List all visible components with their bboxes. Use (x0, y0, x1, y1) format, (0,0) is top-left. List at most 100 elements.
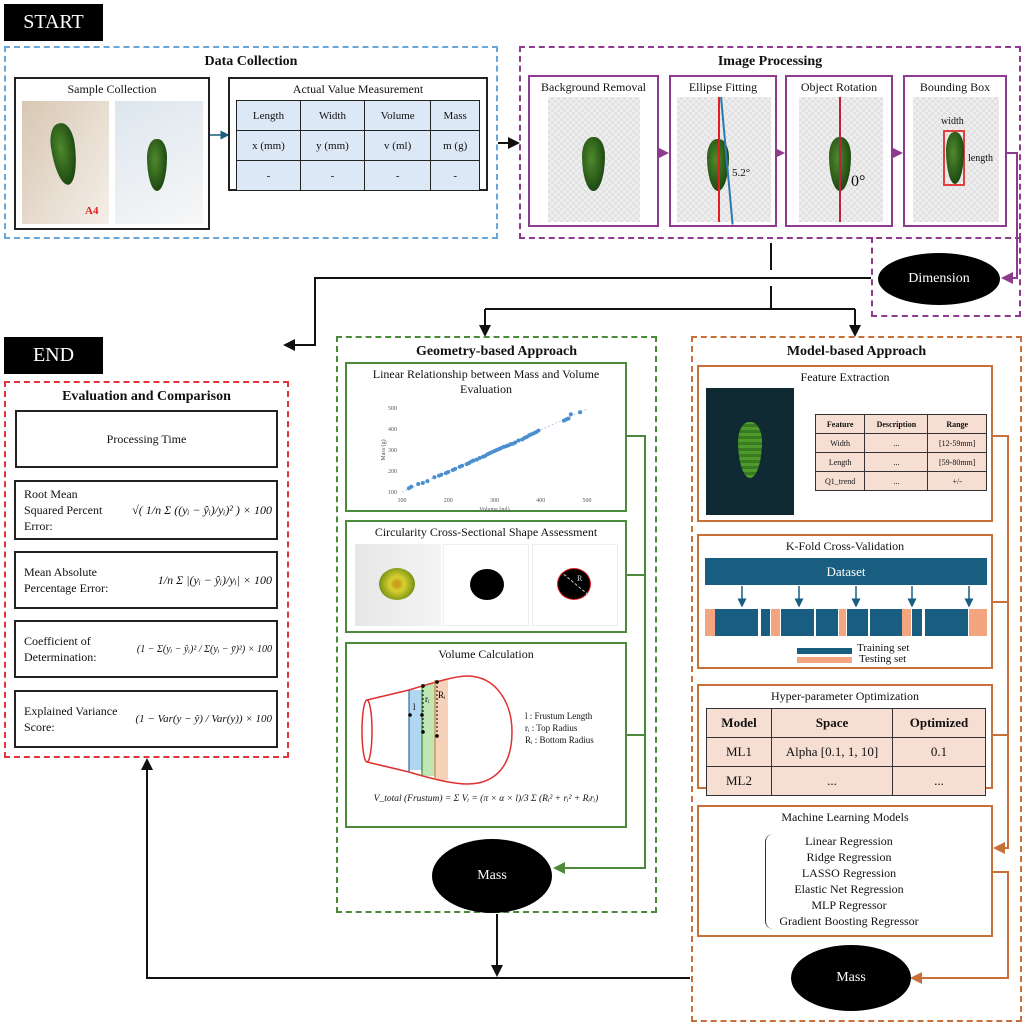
y-tick-label: 100 (388, 490, 397, 496)
x-tick-label: 200 (444, 498, 453, 504)
training-fold (715, 609, 758, 636)
step-title: Bounding Box (919, 80, 991, 94)
sample-photo-2 (115, 101, 203, 224)
step-object-rotation: Object Rotation 0° (785, 75, 893, 227)
testing-fold (839, 609, 846, 636)
avocado-image (738, 422, 762, 478)
x-tick-label: 300 (490, 498, 499, 504)
list-item: Gradient Boosting Regressor (779, 914, 919, 928)
data-point (409, 484, 414, 489)
data-point (516, 438, 521, 443)
y-tick-label: 300 (388, 448, 397, 454)
step-title: Object Rotation (800, 80, 878, 94)
table-cell: Alpha [0.1, 1, 10] (771, 737, 893, 767)
hyperparameter-table: Model Space Optimized ML1 Alpha [0.1, 1,… (706, 708, 986, 796)
testing-fold (902, 609, 911, 636)
step-image: 5.2° (677, 96, 771, 225)
table-header: Length (236, 100, 301, 131)
table-header: Width (299, 100, 365, 131)
testing-fold (771, 609, 780, 636)
feature-image (706, 388, 794, 515)
list-item: Elastic Net Regression (794, 882, 904, 896)
model-mass-node: Mass (791, 945, 911, 1011)
training-fold (847, 609, 868, 636)
kfold-title: K-Fold Cross-Validation (785, 539, 905, 553)
start-label: START (4, 4, 103, 41)
binary-mask (443, 544, 529, 626)
evaluation-title: Evaluation and Comparison (62, 389, 231, 404)
legend-training: Training set (857, 642, 910, 654)
volume-title: Volume Calculation (438, 647, 534, 661)
data-point (453, 466, 458, 471)
step-background-removal: Background Removal (528, 75, 659, 227)
list-item: Ridge Regression (806, 850, 892, 864)
metric-rmspe: Root Mean Squared Percent Error: √( 1/n … (14, 480, 278, 540)
metric-evs: Explained Variance Score: (1 − Var(y − ŷ… (14, 690, 278, 748)
bottom-radius-mark: Rᵢ (438, 690, 446, 700)
vertical-axis-line (839, 97, 841, 222)
ml-models-box: Machine Learning Models Linear Regressio… (697, 805, 993, 937)
table-cell: - (236, 160, 301, 191)
table-cell: Q1_trend (814, 471, 866, 491)
evaluation-section: Evaluation and Comparison (4, 381, 289, 758)
y-tick-label: 400 (388, 427, 397, 433)
data-point (536, 428, 541, 433)
a4-label: A4 (85, 205, 99, 217)
data-point (578, 410, 583, 415)
top-radius-mark: rᵢ (425, 694, 430, 704)
legend-item: rᵢ : Top Radius (525, 723, 578, 733)
metric-label: Mean Absolute Percentage Error: (24, 564, 109, 595)
model-title: Model-based Approach (786, 344, 927, 359)
arrow-bbox-to-dimension (1001, 152, 1018, 284)
training-fold (925, 609, 968, 636)
feature-extraction-title: Feature Extraction (800, 370, 890, 384)
data-point (471, 458, 476, 463)
cross-section-image (379, 568, 415, 600)
table-cell: ... (864, 433, 929, 453)
list-item: Linear Regression (805, 834, 893, 848)
measurement-table: Length Width Volume Mass x (mm) y (mm) v… (236, 100, 480, 191)
data-point (513, 440, 518, 445)
step-ellipse-fitting: Ellipse Fitting 5.2° (669, 75, 777, 227)
step-image (548, 97, 640, 222)
table-cell: y (mm) (299, 130, 365, 161)
metric-formula: (1 − Var(y − ŷ) / Var(y)) × 100 (135, 713, 272, 725)
frustum-diagram: l rᵢ Rᵢ (361, 675, 513, 785)
data-point (460, 463, 465, 468)
hyperparameter-title: Hyper-parameter Optimization (770, 689, 920, 703)
table-cell: ... (864, 471, 929, 491)
training-fold (781, 609, 814, 636)
table-cell: m (g) (430, 130, 480, 161)
fitted-circle-shape: R (557, 568, 591, 600)
y-axis-label: Mass (g) (380, 439, 387, 460)
legend-swatch-training (797, 648, 852, 654)
metric-formula: 1/n Σ |(yᵢ − ŷᵢ)/yᵢ| × 100 (157, 572, 272, 587)
x-tick-label: 400 (536, 498, 545, 504)
table-cell: - (299, 160, 365, 191)
geometry-title: Geometry-based Approach (415, 344, 578, 359)
legend-item: l : Frustum Length (525, 711, 593, 721)
metric-formula: (1 − Σ(yᵢ − ŷᵢ)² / Σ(yᵢ − ȳ)²) × 100 (136, 643, 272, 655)
table-header: Feature (814, 414, 866, 434)
metric-label: Coefficient of Determination: (24, 633, 97, 664)
avocado-image (47, 121, 81, 187)
table-header: Description (864, 414, 929, 434)
metric-label: Root Mean Squared Percent Error: (24, 486, 103, 534)
dimension-node: Dimension (878, 253, 1000, 305)
chart-title-line2: Evaluation (460, 382, 512, 396)
testing-fold (705, 609, 715, 636)
table-cell: [59-80mm] (927, 452, 987, 472)
data-point (568, 412, 573, 417)
ml-model-list: Linear Regression Ridge Regression LASSO… (769, 833, 929, 929)
table-header: Optimized (892, 708, 986, 738)
volume-legend: l : Frustum Length rᵢ : Top Radius Rᵢ : … (525, 710, 594, 746)
circularity-title: Circularity Cross-Sectional Shape Assess… (374, 525, 598, 539)
volume-calculation-box: Volume Calculation l rᵢ Rᵢ l : Frustum L… (345, 642, 627, 828)
linear-relationship-box: Linear Relationship between Mass and Vol… (345, 362, 627, 513)
metric-formula: √( 1/n Σ ((yᵢ − ŷᵢ)/yᵢ)² ) × 100 (132, 502, 272, 517)
brace-icon (765, 834, 773, 929)
table-cell: 0.1 (892, 737, 986, 767)
dimension-region (871, 237, 1021, 317)
table-cell: ML1 (706, 737, 772, 767)
